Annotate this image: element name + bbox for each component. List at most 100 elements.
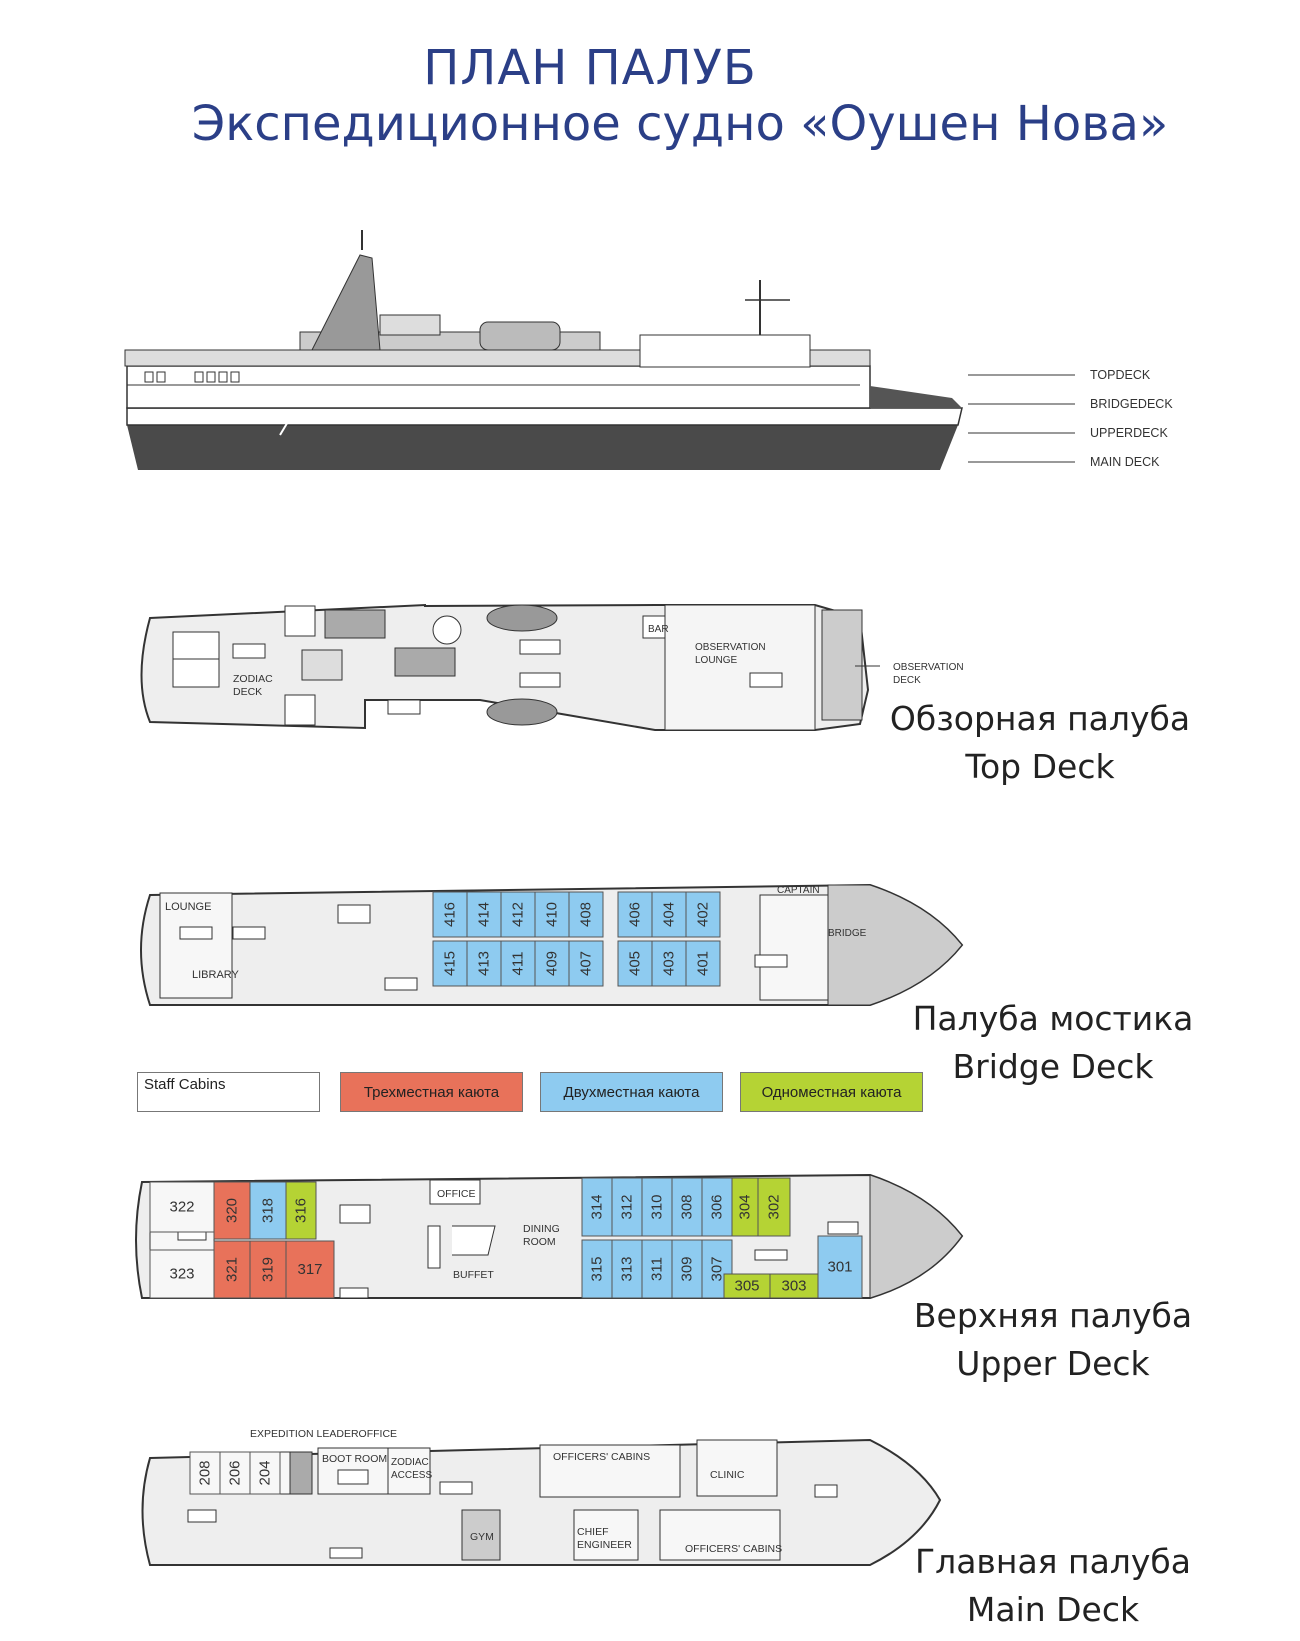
profile-label-bridgedeck: BRIDGEDECK [1090,397,1173,411]
cabin-317-box [285,1240,335,1299]
cabin-412[interactable]: 412 [500,891,536,938]
cabin-314[interactable]: 314 [581,1177,613,1237]
cabin-413-number: 413 [476,951,493,976]
cabin-402[interactable]: 402 [685,891,721,938]
cabin-315-box [581,1239,613,1299]
cabin-403[interactable]: 403 [651,940,687,987]
main-label-clinic: CLINIC [710,1469,745,1481]
cabin-323[interactable]: 323 [149,1249,215,1299]
cabin-401[interactable]: 401 [685,940,721,987]
legend-double: Двухместная каюта [540,1072,723,1112]
cabin-308-number: 308 [679,1194,696,1219]
cabin-404[interactable]: 404 [651,891,687,938]
cabin-306-box [701,1177,733,1237]
main-label-officers1: OFFICERS' CABINS [553,1451,650,1463]
cabin-405-number: 405 [627,951,644,976]
cabin-319-number: 319 [260,1257,277,1282]
cabin-414-number: 414 [476,902,493,927]
cabin-308[interactable]: 308 [671,1177,703,1237]
cabin-311-number: 311 [649,1257,666,1281]
cabin-303[interactable]: 303 [769,1273,819,1299]
cabin-305-number: 305 [734,1278,759,1295]
cabin-303-box [769,1273,819,1299]
cabin-315[interactable]: 315 [581,1239,613,1299]
top-deck-name-en: Top Deck [965,747,1115,786]
top-label-zodiac: ZODIAC [233,673,273,685]
cabin-304[interactable]: 304 [731,1177,759,1237]
cabin-403-number: 403 [661,951,678,976]
cabin-312[interactable]: 312 [611,1177,643,1237]
cabin-409-box [534,940,570,987]
cabin-407[interactable]: 407 [568,940,604,987]
cabin-314-box [581,1177,613,1237]
cabin-206[interactable]: 206 [219,1451,251,1495]
profile-label-upperdeck: UPPERDECK [1090,426,1168,440]
cabin-301-box [817,1235,863,1299]
cabin-317[interactable]: 317 [285,1240,335,1299]
cabin-305[interactable]: 305 [723,1273,771,1299]
cabin-310[interactable]: 310 [641,1177,673,1237]
cabin-410-number: 410 [544,902,561,927]
cabin-301[interactable]: 301 [817,1235,863,1299]
cabin-408[interactable]: 408 [568,891,604,938]
cabin-411[interactable]: 411 [500,940,536,987]
cabin-318[interactable]: 318 [249,1181,287,1240]
cabin-307[interactable]: 307 [701,1239,733,1299]
cabin-302[interactable]: 302 [757,1177,791,1237]
main-label-zodiac1: ZODIAC [391,1457,429,1468]
cabin-311[interactable]: 311 [641,1239,673,1299]
cabin-321[interactable]: 321 [213,1240,251,1299]
cabin-309-box [671,1239,703,1299]
cabin-416-number: 416 [442,902,459,927]
profile-label-topdeck: TOPDECK [1090,368,1151,382]
cabin-413[interactable]: 413 [466,940,502,987]
cabin-409[interactable]: 409 [534,940,570,987]
profile-label-maindeck: MAIN DECK [1090,455,1160,469]
cabin-320[interactable]: 320 [213,1181,251,1240]
cabin-321-number: 321 [224,1257,241,1282]
cabin-316[interactable]: 316 [285,1181,317,1240]
cabin-314-number: 314 [589,1194,606,1219]
cabin-404-box [651,891,687,938]
cabin-410[interactable]: 410 [534,891,570,938]
cabin-406-box [617,891,653,938]
cabin-304-number: 304 [737,1194,754,1219]
cabin-208[interactable]: 208 [189,1451,221,1495]
cabin-406[interactable]: 406 [617,891,653,938]
main-label-boot: BOOT ROOM [322,1453,387,1465]
bridge-label-captain: CAPTAIN [777,885,820,896]
cabin-306-number: 306 [709,1194,726,1219]
top-deck-plan: ZODIAC DECK BAR OBSERVATION LOUNGE OBSER… [140,603,964,731]
cabin-405-box [617,940,653,987]
cabin-407-number: 407 [578,951,595,976]
cabin-322[interactable]: 322 [149,1181,215,1233]
upper-label-dining2: ROOM [523,1236,556,1248]
cabin-204[interactable]: 204 [249,1451,281,1495]
top-deck-name: Обзорная палуба Top Deck [880,695,1200,791]
cabin-416[interactable]: 416 [432,891,468,938]
cabin-313-number: 313 [619,1256,636,1281]
main-label-chief1: CHIEF [577,1526,609,1538]
bridge-label-library: LIBRARY [192,969,240,981]
upper-deck-name-ru: Верхняя палуба [913,1296,1193,1335]
cabin-414[interactable]: 414 [466,891,502,938]
cabin-408-number: 408 [578,902,595,927]
cabin-409-number: 409 [544,951,561,976]
bridge-deck-name-en: Bridge Deck [952,1047,1154,1086]
cabin-301-number: 301 [827,1259,852,1276]
cabin-401-box [685,940,721,987]
cabin-405[interactable]: 405 [617,940,653,987]
cabin-313[interactable]: 313 [611,1239,643,1299]
cabin-413-box [466,940,502,987]
cabin-319[interactable]: 319 [249,1240,287,1299]
cabin-309[interactable]: 309 [671,1239,703,1299]
cabin-323-box [149,1249,215,1299]
main-deck-name-ru: Главная палуба [914,1542,1192,1581]
cabin-309-number: 309 [679,1256,696,1281]
upper-deck-name-en: Upper Deck [956,1344,1150,1383]
cabin-317-number: 317 [297,1261,322,1278]
cabin-306[interactable]: 306 [701,1177,733,1237]
cabin-310-number: 310 [649,1194,666,1219]
cabin-415[interactable]: 415 [432,940,468,987]
cabin-204-number: 204 [257,1460,274,1485]
